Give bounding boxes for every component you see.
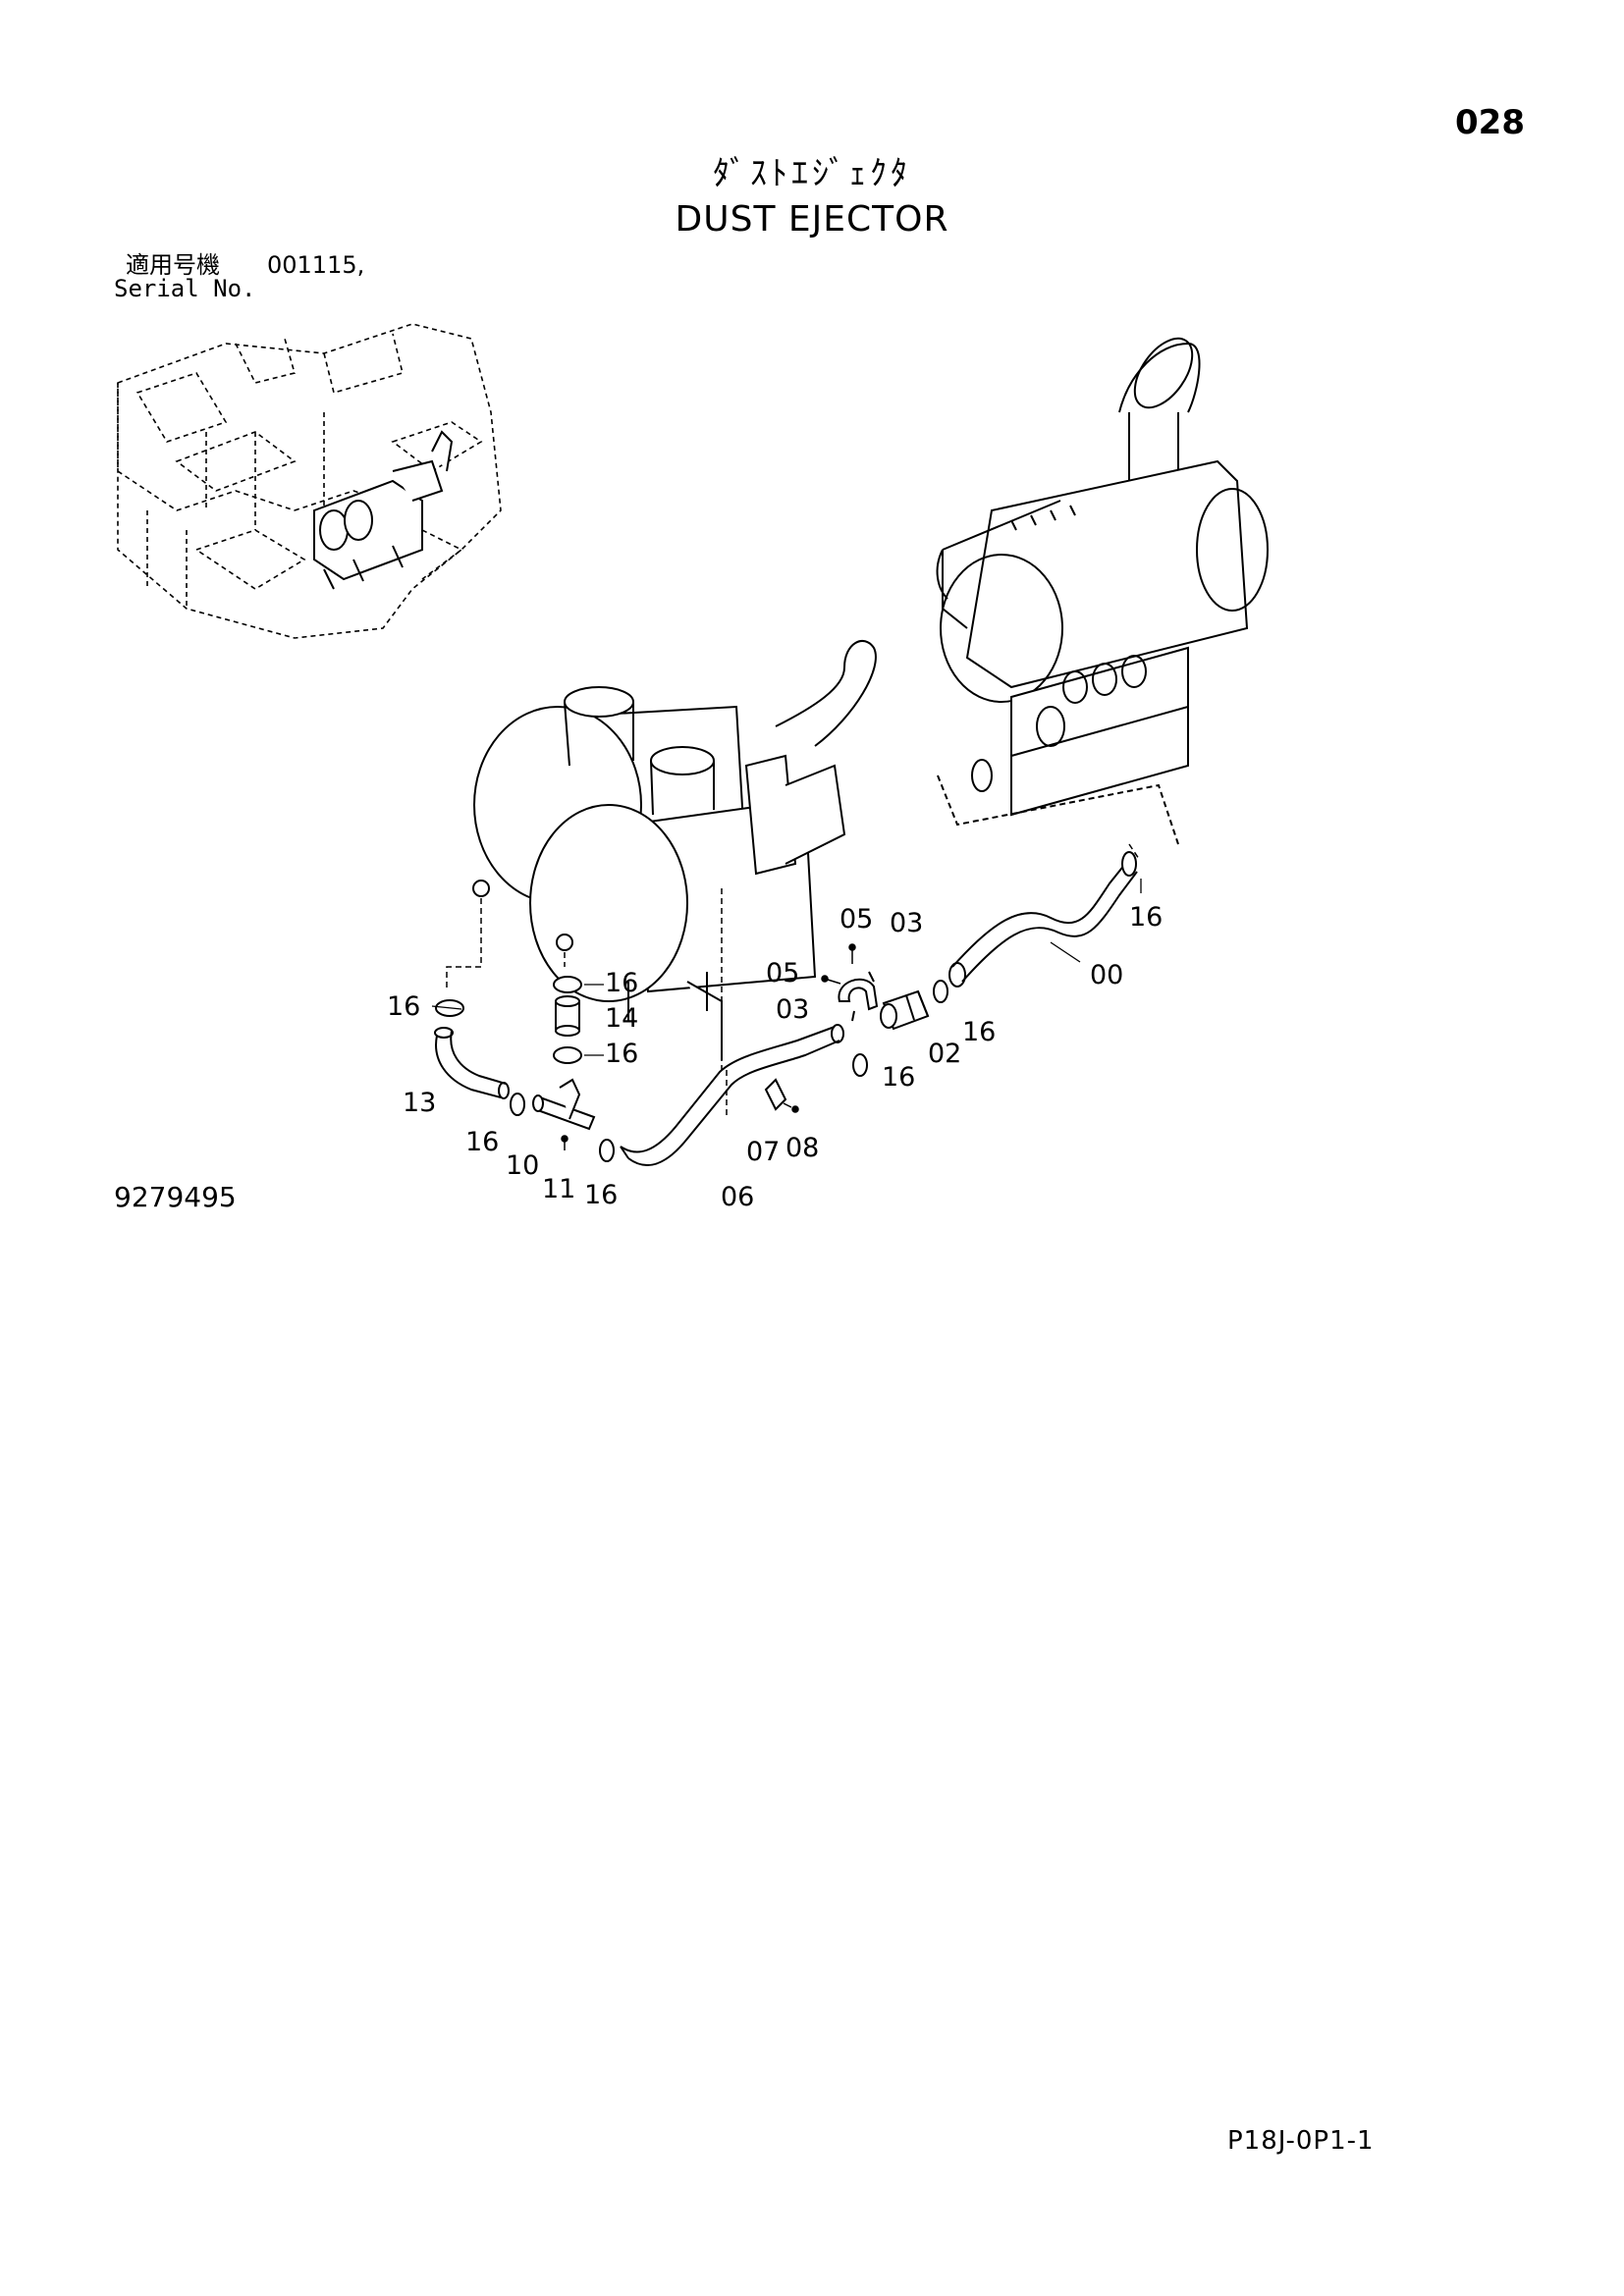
pipe-part-10 xyxy=(532,1078,596,1131)
bracket-part-07 xyxy=(764,1078,787,1111)
callout-05-upper: 05 xyxy=(839,904,873,934)
hose-part-06 xyxy=(620,1024,844,1167)
clamp-part-03 xyxy=(838,971,879,1022)
callout-07: 07 xyxy=(746,1137,780,1167)
air-cleaner-assembly xyxy=(472,639,877,1060)
callout-14: 14 xyxy=(605,1003,638,1034)
callout-16-lower-ring: 16 xyxy=(605,1039,638,1069)
callout-16-hose13-end: 16 xyxy=(465,1127,499,1157)
air-cleaner-highlight-thumbnail xyxy=(313,430,454,590)
callout-05-lower: 05 xyxy=(766,958,799,988)
tube-part-14 xyxy=(555,995,580,1037)
serial-label-english: Serial No. xyxy=(114,275,256,302)
serial-value: 001115, xyxy=(267,251,365,279)
bolt-part-08 xyxy=(783,1102,799,1113)
leader-lines xyxy=(446,843,1140,1119)
callout-06: 06 xyxy=(721,1182,754,1212)
bolt-part-11 xyxy=(561,1135,568,1150)
callout-03-upper: 03 xyxy=(890,908,923,938)
callout-leaders xyxy=(431,879,1142,1056)
hose-part-13 xyxy=(434,1027,510,1099)
callout-03-lower: 03 xyxy=(776,994,809,1025)
callout-16-hose-end: 16 xyxy=(1129,902,1163,933)
callout-16-left-ring: 16 xyxy=(387,991,420,1022)
callout-13: 13 xyxy=(403,1088,436,1118)
valve-part-02 xyxy=(880,989,930,1031)
callout-16-pipe10-end: 16 xyxy=(584,1180,618,1210)
part-callouts: 00 02 03 03 05 05 06 07 08 10 11 13 14 1… xyxy=(387,902,1163,1212)
bolts-part-05 xyxy=(821,943,856,985)
callout-16-upper-ring: 16 xyxy=(605,968,638,998)
callout-00: 00 xyxy=(1090,960,1123,990)
callout-16-valve-right: 16 xyxy=(962,1017,996,1047)
title-english: DUST EJECTOR xyxy=(675,199,949,240)
footer-code: P18J-0P1-1 xyxy=(1227,2126,1375,2156)
serial-label-japanese: 適用号機 xyxy=(126,251,220,279)
callout-16-valve-left: 16 xyxy=(882,1062,915,1093)
title-japanese: ﾀﾞｽﾄｴｼﾞｪｸﾀ xyxy=(713,154,911,193)
callout-02: 02 xyxy=(928,1039,961,1069)
callout-10: 10 xyxy=(506,1150,539,1181)
drawing-number: 9279495 xyxy=(114,1181,237,1213)
page-number: 028 xyxy=(1455,103,1525,142)
callout-11: 11 xyxy=(542,1174,575,1204)
callout-08: 08 xyxy=(785,1133,819,1163)
pre-cleaner-assembly xyxy=(936,337,1269,845)
hose-part-00 xyxy=(948,858,1138,988)
machine-location-overview xyxy=(117,323,502,639)
